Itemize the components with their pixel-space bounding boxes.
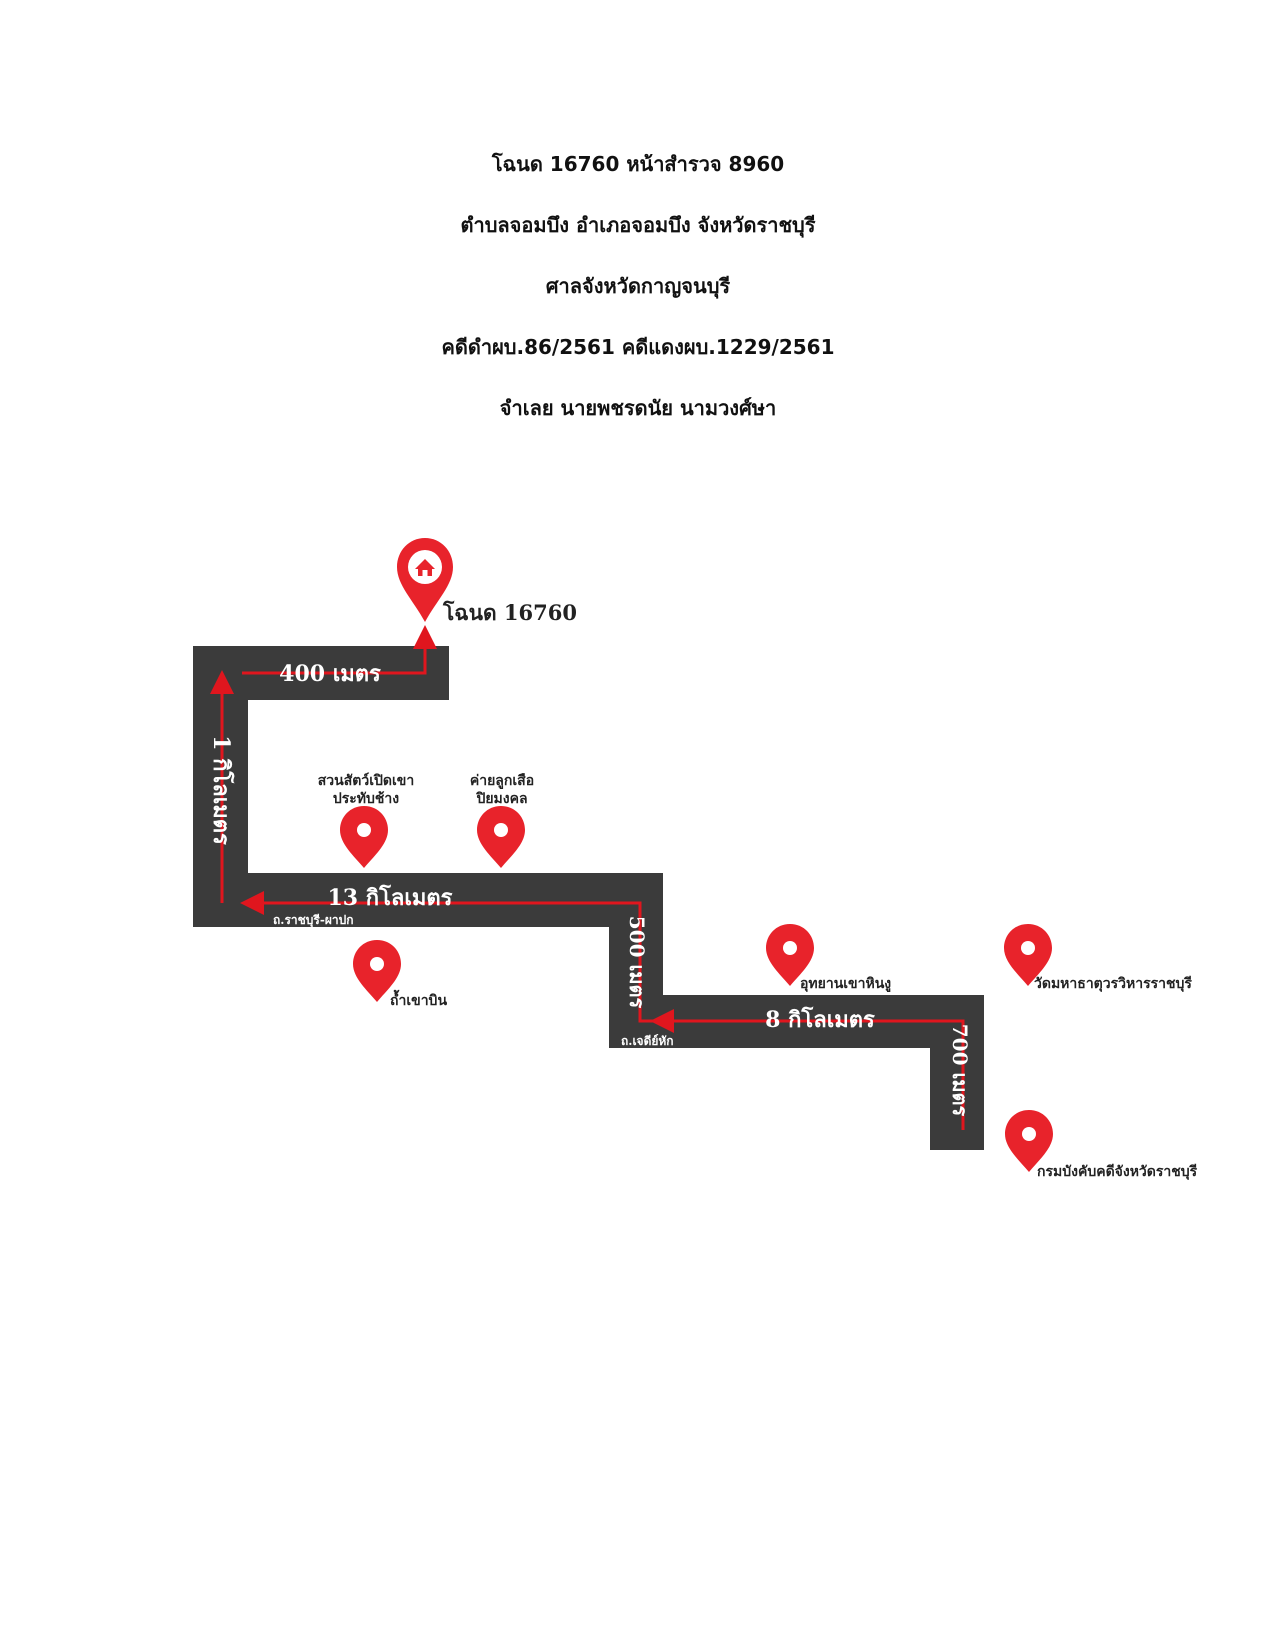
location-pin-icon: [340, 806, 388, 868]
poi-label-cave: ถ้ำเขาบิน: [390, 989, 447, 1009]
road-network: [193, 646, 984, 1150]
poi-label-temple: วัดมหาธาตุวรวิหารราชบุรี: [1034, 976, 1192, 992]
defendant-name: จำเลย นายพชรดนัย นามวงศ์ษา: [499, 396, 777, 420]
poi-label-park: อุทยานเขาหินงู: [800, 976, 891, 992]
home-pin-icon: [397, 538, 453, 622]
route-line-400m: [242, 625, 437, 675]
distance-label-1km: 1 กิโลเมตร: [208, 735, 235, 845]
distance-label-13km: 13 กิโลเมตร: [327, 884, 452, 911]
poi-label-scout-line2: ปิยมงคล: [475, 791, 528, 807]
distance-label-500m: 500 เมตร: [625, 916, 649, 1009]
poi-label-scout-line1: ค่ายลูกเสือ: [470, 773, 534, 789]
poi-label-dept: กรมบังคับคดีจังหวัดราชบุรี: [1037, 1164, 1198, 1180]
street-label-chedi-hak: ถ.เจดีย์หัก: [621, 1034, 674, 1048]
distance-label-700m: 700 เมตร: [948, 1024, 972, 1117]
location-pin-icon: [1005, 1110, 1053, 1172]
distance-label-8km: 8 กิโลเมตร: [765, 1006, 875, 1033]
destination-label: โฉนด 16760: [442, 600, 577, 625]
distance-label-400m: 400 เมตร: [279, 661, 381, 687]
court-name: ศาลจังหวัดกาญจนบุรี: [545, 274, 731, 298]
location-line: ตำบลจอมบึง อำเภอจอมบึง จังหวัดราชบุรี: [460, 213, 816, 237]
case-numbers: คดีดำผบ.86/2561 คดีแดงผบ.1229/2561: [441, 335, 835, 359]
poi-label-zoo-line1: สวนสัตว์เปิดเขา: [318, 772, 414, 789]
deed-number: โฉนด 16760 หน้าสำรวจ 8960: [491, 152, 785, 176]
street-label-ratchaburi-phapok: ถ.ราชบุรี-ผาปก: [273, 913, 353, 928]
poi-label-zoo-line2: ประทับช้าง: [333, 791, 399, 807]
road-segment: [193, 646, 984, 1150]
route-path: [210, 625, 965, 1130]
location-pin-icon: [477, 806, 525, 868]
route-line-700m: [650, 1009, 965, 1130]
route-line-500m: [240, 891, 662, 1023]
